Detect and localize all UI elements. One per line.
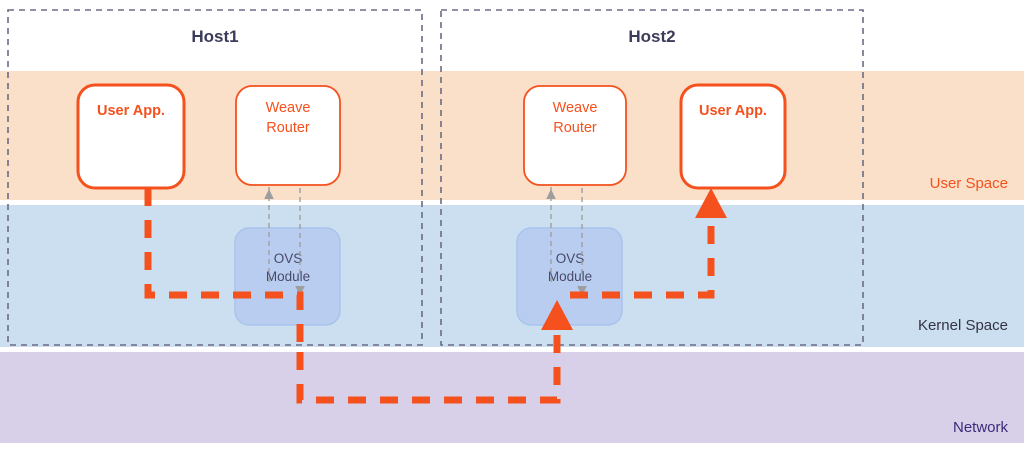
weave-router-box[interactable]: [523, 85, 627, 186]
user-app-label: User App.: [97, 103, 165, 119]
host-title-host1: Host1: [191, 27, 238, 46]
ovs-module-label-line1: OVS: [274, 251, 303, 266]
weave-router-box[interactable]: [235, 85, 341, 186]
weave-router-label-line1: Weave: [553, 100, 598, 116]
host2-ovs-userspace-loop: [546, 164, 587, 296]
packet-path-host2-line: [570, 218, 715, 299]
gray-arrowhead-down: [577, 286, 587, 296]
packet-path-network-line: [296, 330, 561, 404]
gray-arrowhead-up: [546, 189, 556, 199]
packet-arrowhead-into-ovs: [541, 300, 573, 330]
band-label-network: Network: [953, 419, 1009, 436]
ovs-module-label-line2: Module: [266, 269, 310, 284]
packet-path-network: [296, 300, 573, 404]
host1-ovs-module: OVS Module: [234, 227, 341, 326]
host1-weave-router[interactable]: Weave Router: [235, 85, 341, 186]
user-app-label: User App.: [699, 103, 767, 119]
packet-arrowhead-into-user-app: [695, 188, 727, 218]
gray-arrowhead-up: [264, 189, 274, 199]
band-label-kernel-space: Kernel Space: [918, 317, 1008, 334]
host2-weave-router[interactable]: Weave Router: [523, 85, 627, 186]
ovs-module-label-line1: OVS: [556, 251, 585, 266]
host2-ovs-module: OVS Module: [516, 227, 623, 326]
user-app-box[interactable]: [679, 83, 787, 190]
user-app-box[interactable]: [76, 83, 186, 190]
weave-router-label-line1: Weave: [266, 100, 311, 116]
host-title-host2: Host2: [628, 27, 675, 46]
weave-router-label-line2: Router: [266, 120, 310, 136]
host1-user-app[interactable]: User App.: [76, 83, 186, 190]
ovs-module-box: [234, 227, 341, 326]
ovs-module-label-line2: Module: [548, 269, 592, 284]
gray-arrowhead-down: [295, 286, 305, 296]
host1-ovs-userspace-loop: [264, 164, 305, 296]
host-boundary-host2: [440, 9, 864, 346]
band-label-user-space: User Space: [930, 175, 1008, 192]
packet-path-host2: [570, 188, 727, 299]
band-kernel-space: Kernel Space: [0, 205, 1024, 347]
weave-router-label-line2: Router: [553, 120, 597, 136]
host2-user-app[interactable]: User App.: [679, 83, 787, 190]
